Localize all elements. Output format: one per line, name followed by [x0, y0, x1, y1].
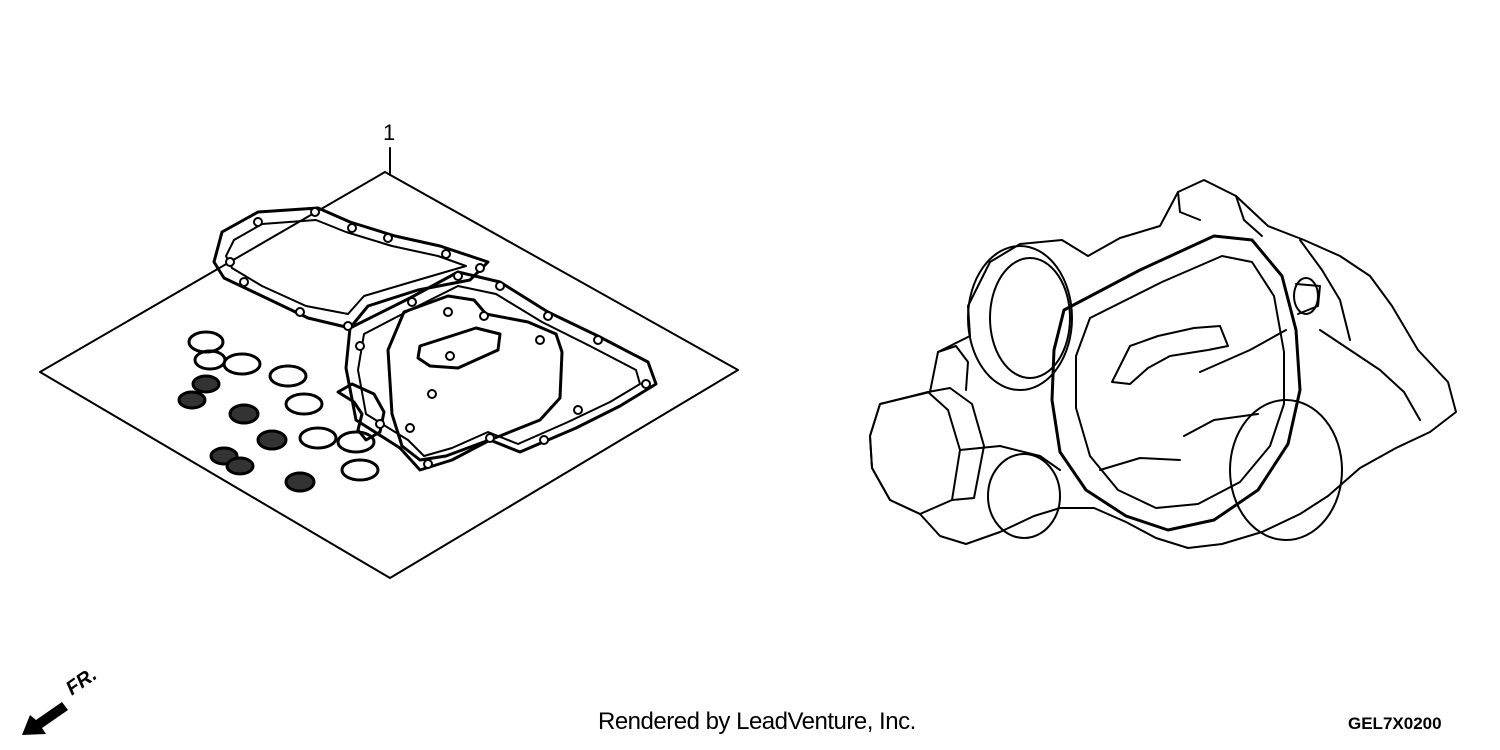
case-gasket-middle-inner: [357, 285, 641, 457]
small-plate-gasket: [416, 326, 502, 370]
front-direction-arrow: [22, 702, 68, 735]
case-gasket-middle: [344, 270, 658, 472]
gasket-kit-part-1[interactable]: [39, 147, 739, 579]
render-credit: Rendered by LeadVenture, Inc.: [598, 708, 916, 735]
oil-pan-gasket: [386, 294, 564, 462]
hook-gasket: [336, 382, 386, 442]
cover-gasket-upper: [212, 206, 490, 330]
engine-cover-plate: [1050, 234, 1302, 532]
o-rings: [177, 330, 380, 493]
cover-gasket-upper-inner: [225, 219, 467, 315]
engine-outline: [869, 179, 1457, 549]
part-callout-1[interactable]: 1: [383, 120, 396, 145]
engine-reference-illustration: [869, 179, 1457, 549]
diagram-code: GEL7X0200: [1348, 714, 1442, 733]
gasket-bolt-holes: [225, 207, 651, 469]
gasket-sheet-outline: [39, 171, 739, 579]
